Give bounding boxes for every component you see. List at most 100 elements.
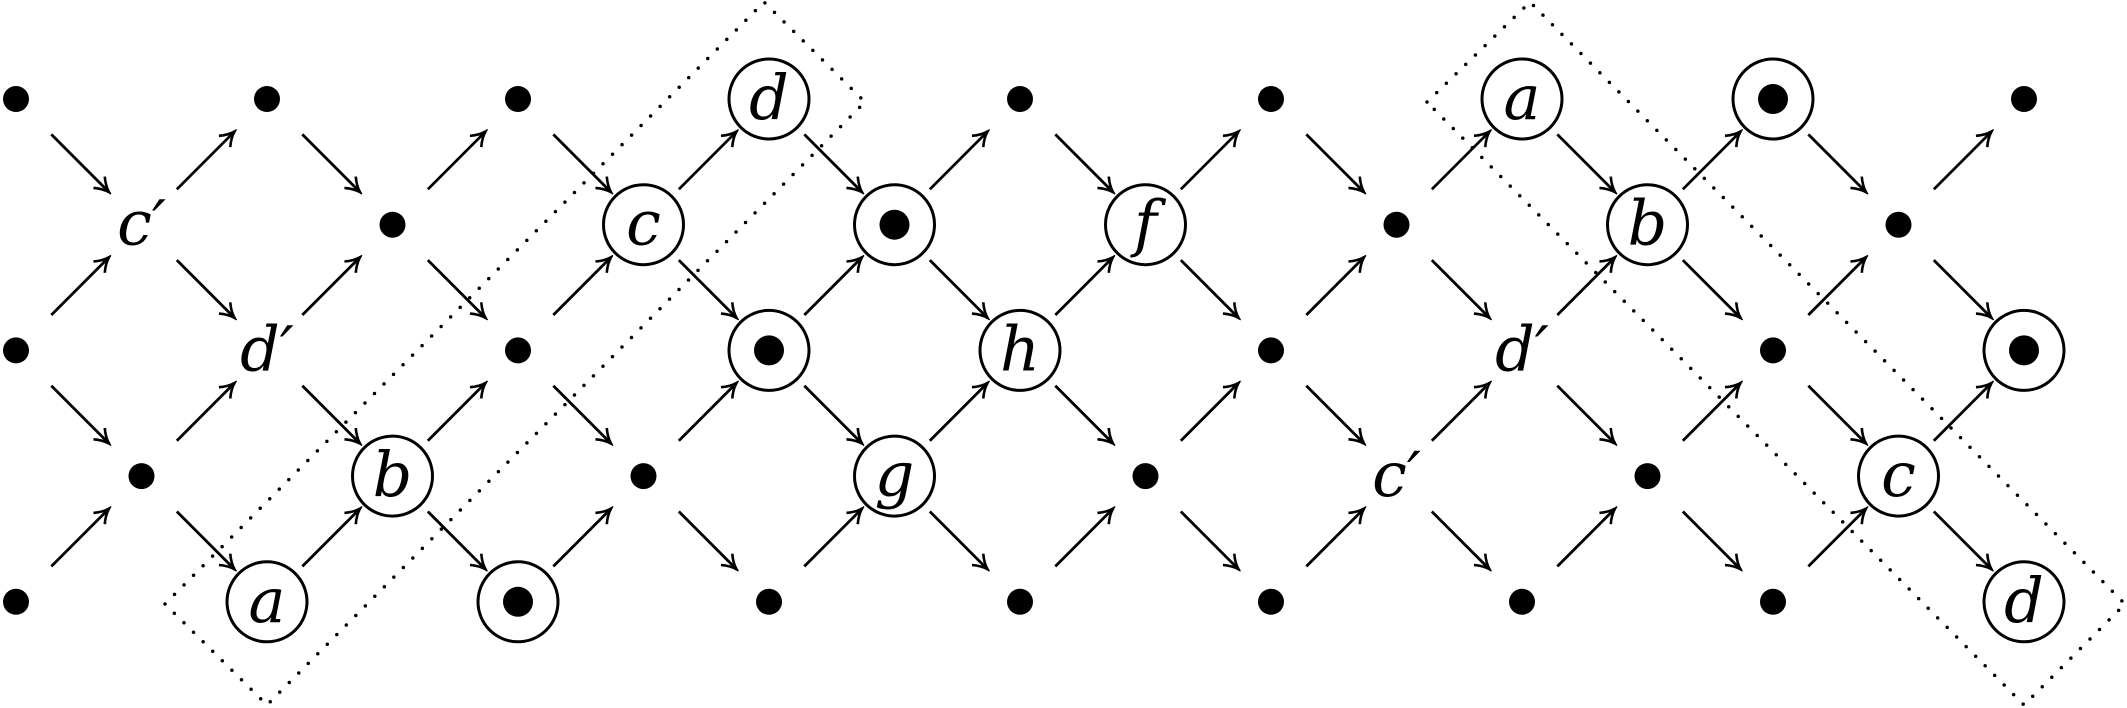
vertex-dot-icon bbox=[1258, 86, 1284, 112]
arrow bbox=[1807, 133, 1866, 192]
arrow bbox=[552, 257, 611, 317]
arrow bbox=[175, 132, 235, 191]
quiver-vertex bbox=[505, 337, 531, 364]
vertex-dot-icon bbox=[1760, 337, 1786, 364]
quiver-vertex bbox=[1007, 588, 1033, 615]
quiver-vertex: f bbox=[1104, 183, 1187, 267]
vertex-dot-icon bbox=[505, 86, 531, 112]
arrow bbox=[1430, 259, 1490, 318]
arrow bbox=[1054, 133, 1113, 192]
slice-dotted-box bbox=[162, 0, 868, 708]
arrow bbox=[1932, 259, 1992, 318]
vertex-dot-icon bbox=[1758, 84, 1788, 114]
vertex-dot-icon bbox=[1258, 588, 1284, 615]
arrow bbox=[301, 509, 360, 568]
quiver-vertex: d bbox=[1982, 560, 2066, 644]
arrow bbox=[1179, 510, 1239, 569]
quiver-vertex bbox=[727, 308, 811, 392]
vertex-label: c′ bbox=[117, 187, 166, 260]
arrow bbox=[677, 383, 737, 442]
arrow bbox=[426, 383, 486, 442]
arrow bbox=[1681, 259, 1741, 318]
arrow bbox=[50, 257, 109, 317]
vertex-dot-icon bbox=[1007, 588, 1033, 615]
slice-dotted-box bbox=[1424, 0, 2127, 708]
quiver-vertex: d bbox=[727, 57, 811, 141]
arrow bbox=[1681, 510, 1741, 569]
vertex-label: c bbox=[1881, 438, 1916, 511]
vertex-circle-icon bbox=[351, 434, 434, 518]
quiver-vertex bbox=[476, 560, 560, 644]
quiver-vertex bbox=[1258, 86, 1284, 112]
vertex-circle-icon bbox=[1982, 560, 2066, 644]
arrow bbox=[50, 384, 109, 444]
vertex-circle-icon bbox=[1104, 183, 1187, 267]
arrow bbox=[1807, 257, 1866, 317]
vertex-dot-icon bbox=[3, 337, 29, 364]
quiver-vertex bbox=[1383, 211, 1410, 238]
vertex-dot-icon bbox=[754, 335, 784, 366]
arrow bbox=[1807, 509, 1866, 568]
arrow bbox=[803, 384, 862, 444]
arrow bbox=[1556, 257, 1615, 317]
quiver-vertex: c bbox=[1857, 434, 1940, 518]
vertex-label: d′ bbox=[1495, 312, 1549, 385]
arrow bbox=[1305, 384, 1364, 444]
vertex-dot-icon bbox=[756, 588, 782, 615]
arrow bbox=[1932, 510, 1992, 569]
quiver-vertex bbox=[1258, 337, 1284, 364]
quiver-vertex bbox=[1760, 337, 1786, 364]
quiver-vertex: c′ bbox=[117, 187, 166, 260]
quiver-vertex bbox=[1509, 588, 1535, 615]
arrow bbox=[1305, 257, 1364, 317]
vertex-dot-icon bbox=[1885, 211, 1912, 238]
arrow bbox=[803, 509, 862, 568]
quiver-vertex: a bbox=[225, 560, 309, 644]
vertex-circle-icon bbox=[727, 57, 811, 141]
quiver-vertex bbox=[1132, 463, 1159, 490]
quiver-vertex bbox=[3, 588, 29, 615]
vertex-circle-icon bbox=[602, 183, 685, 267]
quiver-vertex bbox=[3, 337, 29, 364]
arrow bbox=[50, 509, 109, 568]
vertex-dot-icon bbox=[128, 463, 155, 490]
arrow bbox=[175, 383, 235, 442]
arrow bbox=[1054, 384, 1113, 444]
arrow bbox=[1179, 259, 1239, 318]
vertex-dot-icon bbox=[1132, 463, 1159, 490]
quiver-vertex bbox=[1258, 588, 1284, 615]
arrow bbox=[928, 510, 988, 569]
vertex-label: b bbox=[1628, 187, 1668, 260]
quiver-vertex bbox=[505, 86, 531, 112]
arrow bbox=[1681, 132, 1741, 191]
arrow bbox=[1932, 383, 1992, 442]
vertex-dot-icon bbox=[2009, 335, 2039, 366]
vertex-label: g bbox=[875, 438, 915, 511]
arrow bbox=[1430, 132, 1490, 191]
vertex-label: a bbox=[249, 564, 286, 637]
vertex-dot-icon bbox=[879, 209, 910, 240]
arrow bbox=[1054, 509, 1113, 568]
quiver-vertex bbox=[1731, 57, 1815, 141]
arrow bbox=[301, 133, 360, 192]
quiver-vertex bbox=[1634, 463, 1661, 490]
vertex-dot-icon bbox=[3, 588, 29, 615]
quiver-vertex bbox=[630, 463, 657, 490]
quiver-vertex: d′ bbox=[1495, 312, 1549, 385]
vertex-circle-icon bbox=[1480, 57, 1564, 141]
quiver-vertex: g bbox=[853, 434, 936, 518]
arrow bbox=[1179, 383, 1239, 442]
vertex-dot-icon bbox=[254, 86, 280, 112]
quiver-vertex: d′ bbox=[240, 312, 294, 385]
arrow bbox=[175, 259, 235, 318]
vertex-dot-icon bbox=[3, 86, 29, 112]
quiver-vertex: c′ bbox=[1372, 438, 1421, 511]
vertex-dot-icon bbox=[1007, 86, 1033, 112]
arrow bbox=[803, 133, 862, 192]
arrow bbox=[1807, 384, 1866, 444]
vertex-circle-icon bbox=[1857, 434, 1940, 518]
arrow bbox=[928, 132, 988, 191]
vertex-dot-icon bbox=[630, 463, 657, 490]
arrow bbox=[1054, 257, 1113, 317]
